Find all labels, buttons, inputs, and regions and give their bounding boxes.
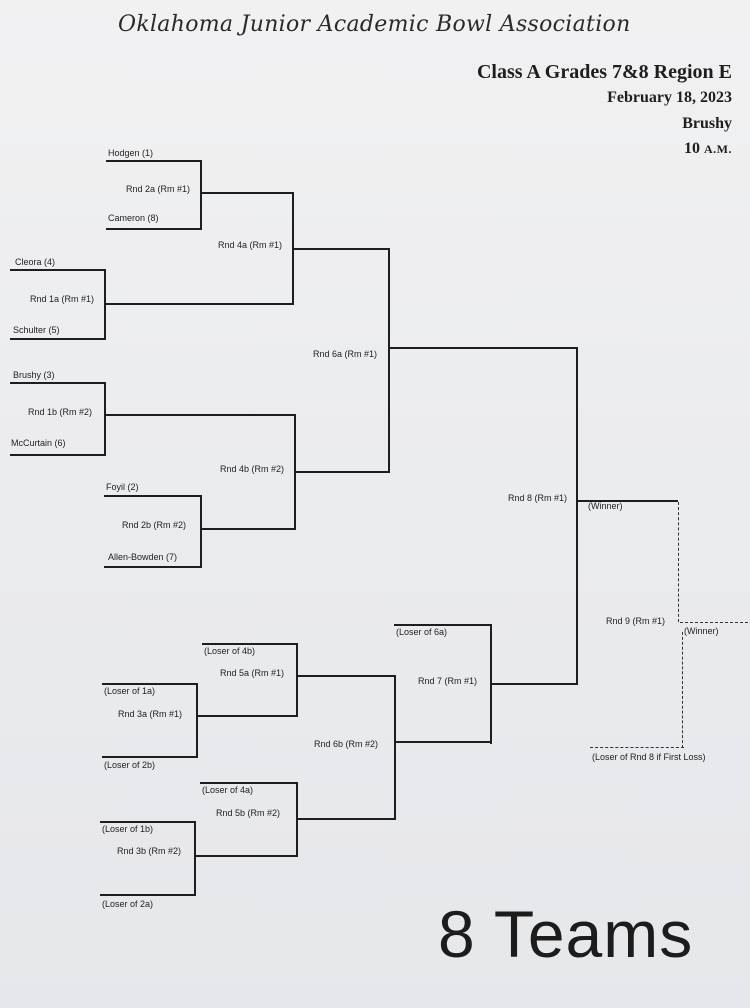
round-label-6a: Rnd 6a (Rm #1)	[313, 349, 378, 359]
round-label-1b: Rnd 1b (Rm #2)	[28, 407, 93, 417]
team-brushy: Brushy (3)	[13, 370, 55, 380]
bracket-line	[394, 675, 396, 820]
team-cameron: Cameron (8)	[108, 213, 159, 223]
bracket-line	[104, 382, 106, 456]
loser-1b: (Loser of 1b)	[102, 824, 154, 834]
event-time-suffix: A.M.	[704, 142, 732, 156]
bracket-line	[394, 624, 492, 626]
round-label-9: Rnd 9 (Rm #1)	[606, 616, 666, 626]
round-label-6b: Rnd 6b (Rm #2)	[314, 739, 379, 749]
loser-2a: (Loser of 2a)	[102, 899, 154, 909]
bracket-line	[202, 643, 298, 645]
loser-1a: (Loser of 1a)	[104, 686, 156, 696]
team-hodgen: Hodgen (1)	[108, 148, 154, 158]
bracket-line	[104, 566, 202, 568]
team-foyil: Foyil (2)	[106, 482, 139, 492]
bracket-dashed-line	[682, 632, 683, 748]
round-label-3a: Rnd 3a (Rm #1)	[118, 709, 183, 719]
bracket-line	[196, 683, 198, 758]
bracket-line	[100, 821, 196, 823]
team-allen-bowden: Allen-Bowden (7)	[108, 552, 178, 562]
bracket-line	[576, 500, 678, 502]
class-region-title: Class A Grades 7&8 Region E	[476, 61, 732, 83]
loser-4a: (Loser of 4a)	[202, 785, 254, 795]
event-date: February 18, 2023	[607, 89, 732, 106]
bracket-line	[200, 782, 298, 784]
bracket-line	[388, 248, 390, 473]
round-label-2b: Rnd 2b (Rm #2)	[122, 520, 187, 530]
bracket-line	[102, 683, 198, 685]
bracket-line	[292, 248, 390, 250]
team-cleora: Cleora (4)	[15, 257, 56, 267]
round-label-4b: Rnd 4b (Rm #2)	[220, 464, 285, 474]
bracket-line	[576, 347, 578, 685]
bracket-line	[10, 382, 106, 384]
round-label-5a: Rnd 5a (Rm #1)	[220, 668, 285, 678]
bracket-dashed-line	[680, 622, 748, 623]
bracket-line	[200, 495, 202, 568]
round-label-7: Rnd 7 (Rm #1)	[418, 676, 478, 686]
organization-title: Oklahoma Junior Academic Bowl Associatio…	[118, 12, 631, 37]
bracket-line	[104, 414, 294, 416]
event-time-number: 10	[684, 140, 700, 157]
bracket-line	[388, 347, 578, 349]
bracket-line	[296, 818, 396, 820]
bracket-line	[200, 192, 294, 194]
loser-4b: (Loser of 4b)	[204, 646, 256, 656]
loser-2b: (Loser of 2b)	[104, 760, 156, 770]
loser-6a: (Loser of 6a)	[396, 627, 448, 637]
bracket-line	[490, 683, 578, 685]
bracket-line	[194, 855, 298, 857]
winner-rnd9: (Winner)	[684, 626, 719, 636]
bracket-line	[296, 675, 396, 677]
bracket-line	[104, 303, 294, 305]
bracket-line	[200, 160, 202, 230]
bracket-line	[194, 821, 196, 896]
bracket-line	[10, 338, 106, 340]
bracket-line	[102, 756, 198, 758]
bracket-line	[10, 269, 106, 271]
bracket-line	[106, 160, 202, 162]
team-mccurtain: McCurtain (6)	[11, 438, 66, 448]
event-time: 10 A.M.	[684, 140, 732, 158]
team-schulter: Schulter (5)	[13, 325, 60, 335]
bracket-dashed-line	[590, 747, 684, 748]
round-label-5b: Rnd 5b (Rm #2)	[216, 808, 281, 818]
bracket-line	[100, 894, 196, 896]
bracket-line	[200, 528, 296, 530]
round-label-2a: Rnd 2a (Rm #1)	[126, 184, 191, 194]
event-site: Brushy	[682, 115, 732, 132]
round-label-4a: Rnd 4a (Rm #1)	[218, 240, 283, 250]
winner-rnd8: (Winner)	[588, 501, 623, 511]
bracket-line	[10, 454, 106, 456]
round-label-1a: Rnd 1a (Rm #1)	[30, 294, 95, 304]
loser-rnd8-first-loss: (Loser of Rnd 8 if First Loss)	[592, 752, 706, 762]
bracket-line	[104, 495, 202, 497]
bracket-line	[296, 643, 298, 717]
bracket-line	[294, 471, 390, 473]
bracket-line	[106, 228, 202, 230]
bracket-dashed-line	[678, 502, 679, 622]
bracket-line	[196, 715, 298, 717]
round-label-3b: Rnd 3b (Rm #2)	[117, 846, 182, 856]
team-count: 8 Teams	[438, 897, 694, 971]
bracket-line	[394, 741, 492, 743]
round-label-8: Rnd 8 (Rm #1)	[508, 493, 568, 503]
